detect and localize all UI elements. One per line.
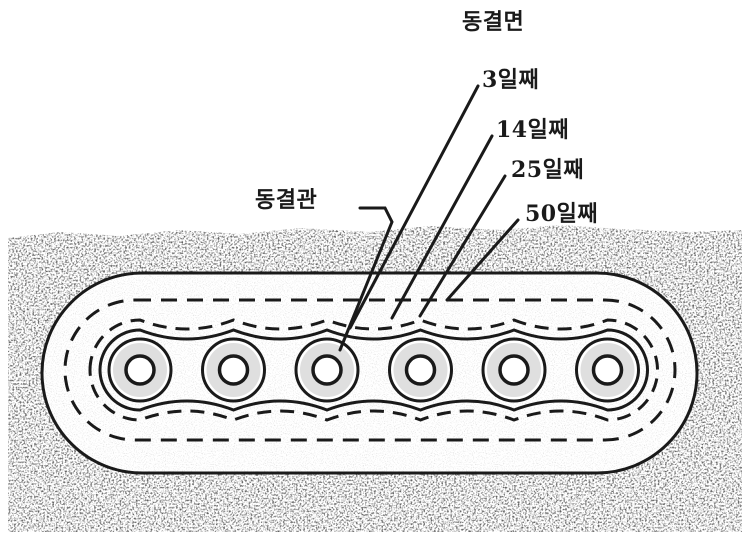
pipe-core <box>227 364 240 376</box>
label-day50: 50일째 <box>525 201 599 227</box>
contour-day25-dashed <box>88 318 660 422</box>
contour-day14 <box>98 328 650 412</box>
pipe-core <box>601 364 614 376</box>
pipe-3 <box>294 337 360 403</box>
contour-outer-dashed <box>63 298 677 442</box>
pipe-core <box>321 364 333 376</box>
pipe-6 <box>575 337 640 403</box>
label-freezing-pipe: 동결관 <box>255 187 318 213</box>
pipe-core <box>508 364 520 376</box>
leader-lines <box>338 84 520 352</box>
leader-day14 <box>390 134 494 320</box>
leader-day25 <box>418 174 507 318</box>
label-day14: 14일째 <box>496 117 570 143</box>
pipe-core <box>134 364 146 376</box>
frozen-front-contours <box>63 298 677 442</box>
leader-pipe <box>338 206 394 352</box>
frozen-zone-outline <box>40 271 699 475</box>
pipe-2 <box>201 337 266 403</box>
frozen-zone-shading <box>42 273 697 473</box>
pipe-4 <box>388 337 453 403</box>
label-day25: 25일째 <box>511 157 585 183</box>
label-freezing-plane: 동결면 <box>462 9 525 35</box>
leader-day3 <box>348 84 480 330</box>
leader-day50 <box>445 218 520 302</box>
freezing-pipes <box>107 337 640 403</box>
pipe-1 <box>107 337 173 403</box>
label-day3: 3일째 <box>482 67 540 93</box>
pipe-5 <box>481 337 547 403</box>
pipe-core <box>414 364 427 376</box>
